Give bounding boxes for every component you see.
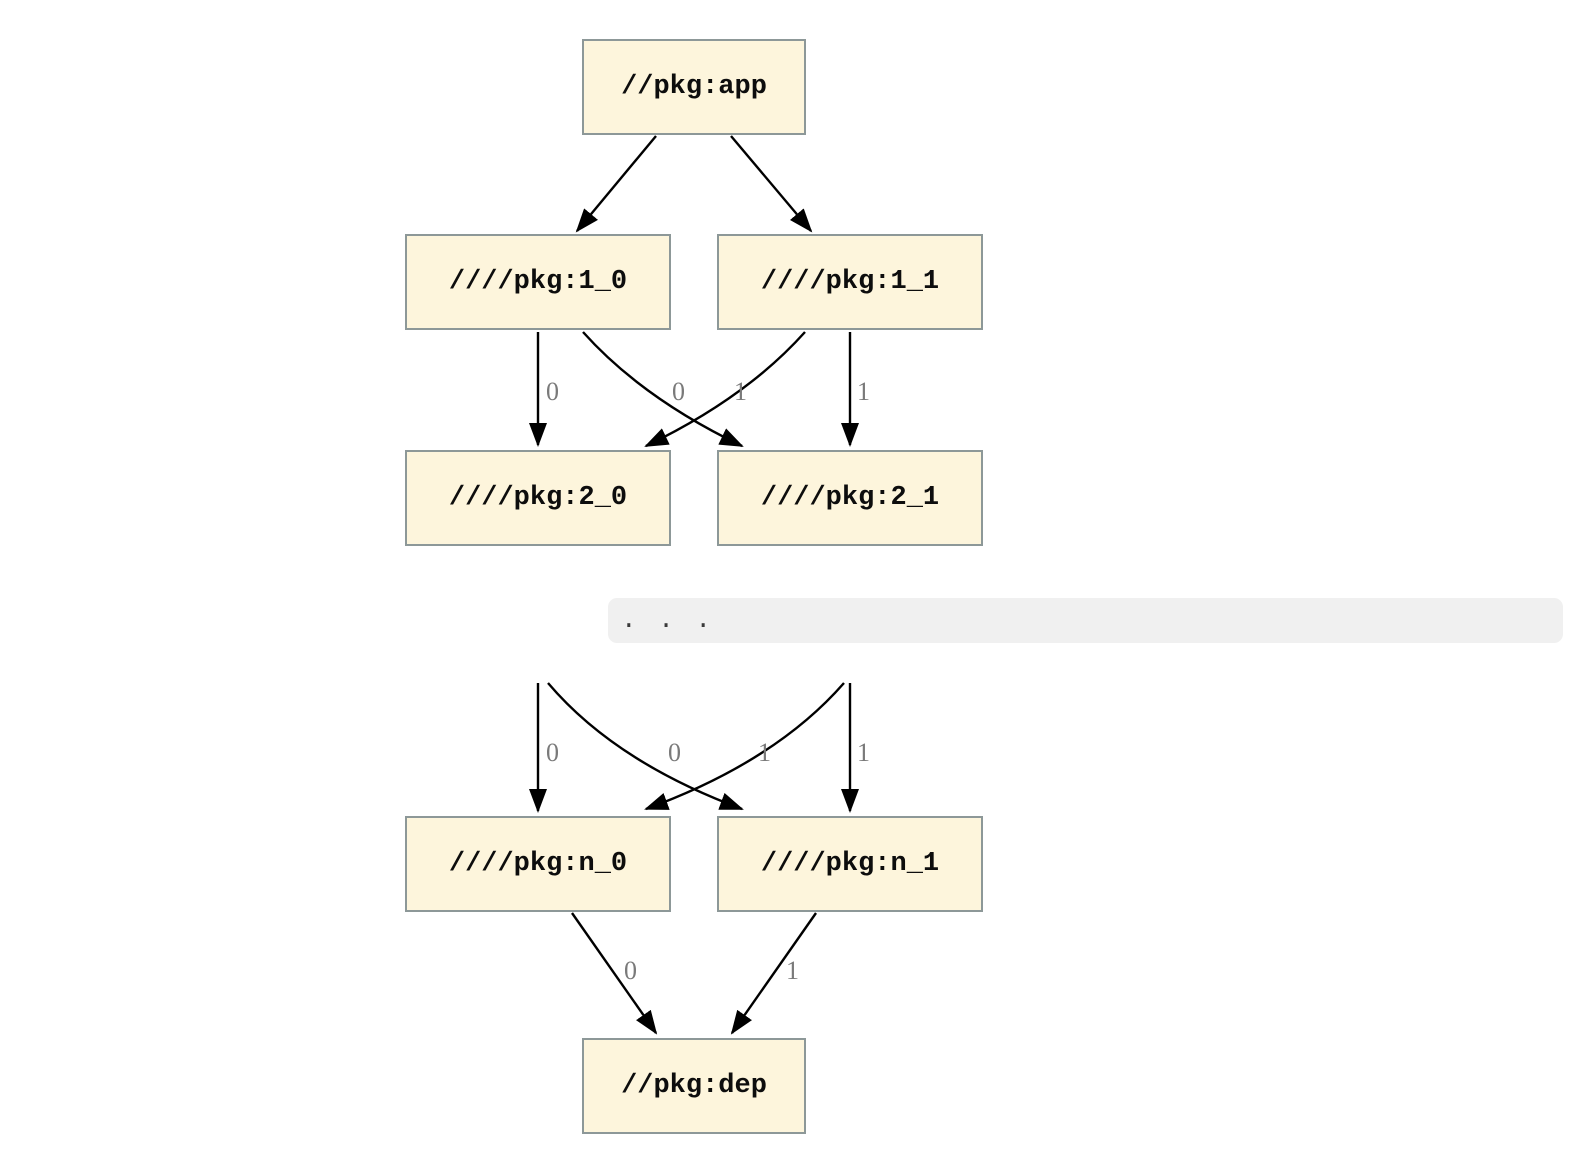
edge-app-to-1_1 (730, 135, 813, 233)
node-pkg-n_0: ////pkg:n_0 (405, 816, 671, 912)
edge-n_1-to-dep (730, 912, 817, 1035)
edge-label-n_0-dep: 0 (624, 956, 637, 985)
node-pkg-1_0: ////pkg:1_0 (405, 234, 671, 330)
node-pkg-2_0: ////pkg:2_0 (405, 450, 671, 546)
edge-label-prev-n_1: 1 (857, 738, 870, 767)
node-pkg-1_1: ////pkg:1_1 (717, 234, 983, 330)
edge-label-n_1-dep: 1 (786, 956, 799, 985)
edge-1_0-to-2_1 (582, 331, 744, 448)
edge-1_1-to-2_0 (644, 331, 806, 448)
edge-label-prev-n_0: 0 (546, 738, 559, 767)
edge-app-to-1_0 (575, 135, 657, 233)
node-pkg-dep: //pkg:dep (582, 1038, 806, 1134)
edge-label-1_1-2_0: 1 (734, 377, 747, 406)
edge-n_0-to-dep (571, 912, 658, 1035)
node-pkg-n_1: ////pkg:n_1 (717, 816, 983, 912)
edge-prev-to-n_1-cross (547, 682, 744, 811)
edge-label-prev-n_1-cross: 0 (668, 738, 681, 767)
edge-label-1_1-2_1: 1 (857, 377, 870, 406)
edge-label-prev-n_0-cross: 1 (758, 738, 771, 767)
ellipsis-text: . . . (621, 605, 715, 635)
edge-label-1_0-2_1: 0 (672, 377, 685, 406)
node-pkg-app: //pkg:app (582, 39, 806, 135)
edge-label-1_0-2_0: 0 (546, 377, 559, 406)
node-pkg-2_1: ////pkg:2_1 (717, 450, 983, 546)
ellipsis-code-block: . . . (608, 598, 1563, 643)
